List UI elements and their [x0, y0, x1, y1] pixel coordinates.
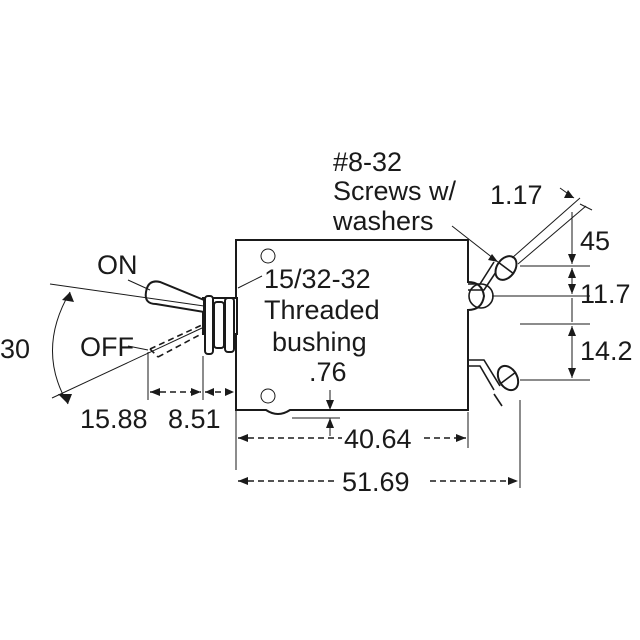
angle-dimension — [49, 283, 205, 405]
screws-leader — [451, 225, 499, 263]
off-leader — [127, 345, 149, 351]
threaded-bushing — [202, 295, 238, 355]
lower-spacing-value: 14.2 — [580, 336, 633, 366]
on-leader — [127, 279, 151, 291]
terminal-thickness-value: 1.17 — [490, 180, 543, 210]
body-width-value: 40.64 — [344, 424, 412, 454]
bushing-desc-label-2: bushing — [272, 327, 367, 357]
vertical-dimension-chain — [492, 212, 590, 381]
toggle-bushing-dimensions — [147, 352, 237, 470]
screw-spec-label: #8-32 — [333, 147, 402, 177]
bushing-leader — [237, 275, 263, 289]
upper-spacing-value: 11.7 — [580, 279, 631, 309]
bushing-desc-label-1: Threaded — [264, 295, 380, 325]
bushing-offset-value: .76 — [309, 357, 347, 387]
terminal-thickness-dimension — [559, 187, 593, 211]
bushing-offset-dimension — [292, 390, 340, 436]
bushing-length-value: 8.51 — [168, 404, 221, 434]
bushing-spec-label: 15/32-32 — [264, 264, 371, 294]
overall-width-dimension — [238, 400, 521, 488]
toggle-lever-off — [149, 323, 206, 358]
terminal-top-value: 45 — [580, 226, 610, 256]
lower-terminal — [468, 359, 520, 407]
screws-leader-arrow — [488, 254, 498, 262]
body-width-dimension — [238, 412, 469, 448]
upper-terminal — [468, 197, 587, 291]
screw-desc-label-2: washers — [332, 206, 434, 236]
off-label: OFF — [80, 332, 134, 362]
toggle-length-value: 15.88 — [80, 404, 148, 434]
toggle-lever-on — [144, 280, 205, 314]
overall-width-value: 51.69 — [342, 467, 410, 497]
mounting-hole-top — [260, 248, 276, 264]
screw-desc-label-1: Screws w/ — [333, 176, 457, 206]
angle-value: 30 — [0, 334, 30, 364]
on-label: ON — [97, 250, 138, 280]
mounting-hole-bottom — [260, 388, 276, 404]
